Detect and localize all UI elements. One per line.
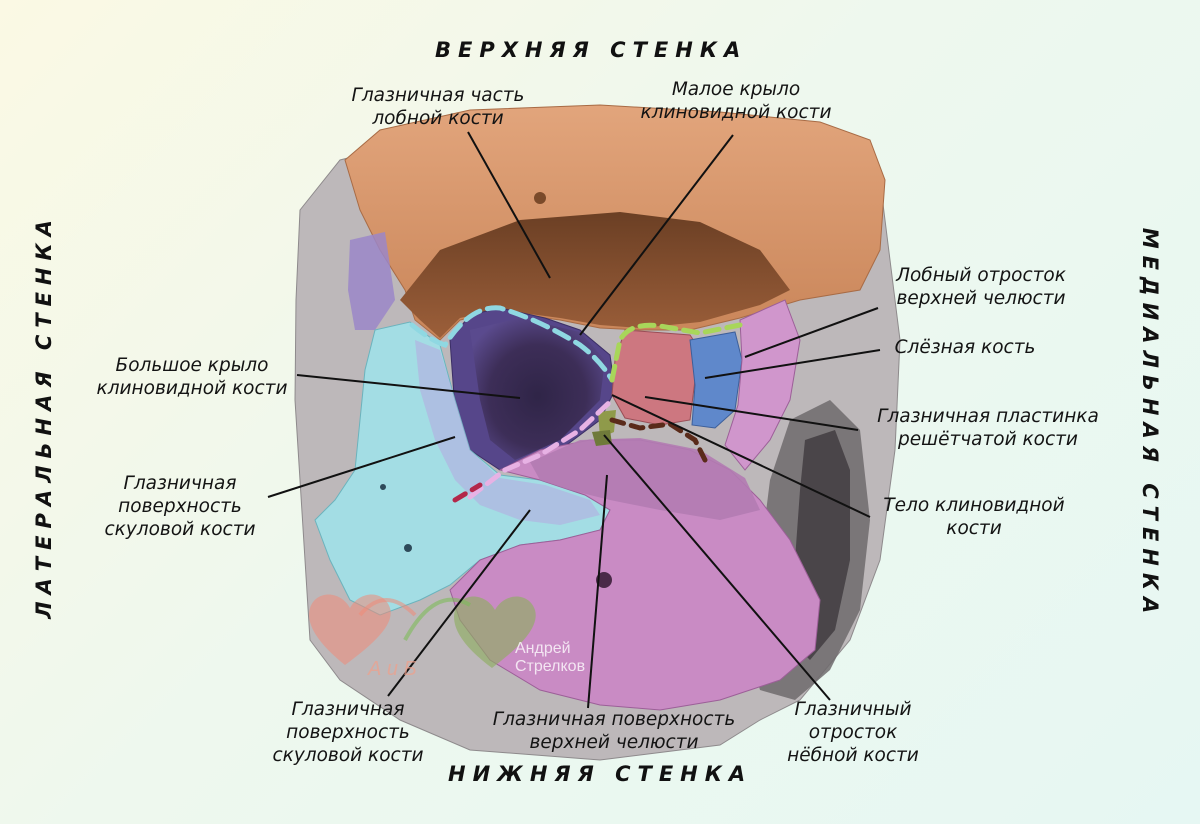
palatine-process [592, 430, 612, 446]
leader-greater-wing [296, 374, 521, 399]
label-line: Глазничная [123, 473, 237, 494]
label-line: верхней челюсти [529, 732, 699, 753]
label-zygomatic-lateral: Глазничная поверхность скуловой кости [88, 472, 272, 541]
label-maxilla-orbital: Глазничная поверхность верхней челюсти [478, 708, 750, 754]
lacrimal-bone [689, 331, 743, 429]
label-lesser-wing: Малое крыло клиновидной кости [628, 78, 844, 124]
leader-maxilla [587, 474, 608, 709]
leader-ethmoid [644, 396, 859, 431]
wall-title-left: ЛАТЕРАЛЬНАЯ СТЕНКА [32, 213, 56, 619]
leader-zygomatic-lateral [267, 436, 456, 498]
leader-frontal-process [744, 307, 879, 358]
watermark-name-line: Стрелков [515, 658, 586, 675]
lateral-sphenoid-sliver [348, 232, 395, 330]
orbital-fissure [470, 318, 605, 460]
watermark-arc-red [358, 598, 417, 617]
label-line: Тело клиновидной [883, 495, 1065, 516]
infraorbital-foramen [596, 572, 612, 588]
label-line: решётчатой кости [898, 429, 1078, 450]
wall-title-top: ВЕРХНЯЯ СТЕНКА [435, 38, 748, 62]
leader-palatine [603, 434, 831, 701]
watermark-name-line: Андрей [515, 640, 571, 657]
dash-cyan-border [409, 305, 615, 383]
label-ethmoid-plate: Глазничная пластинка решётчатой кости [862, 405, 1114, 451]
label-line: Лобный отросток [896, 265, 1066, 286]
watermark-name: Андрей Стрелков [515, 640, 585, 676]
leader-sphenoid-body [611, 394, 871, 518]
leader-frontal [467, 131, 551, 279]
label-line: нёбной кости [787, 745, 919, 766]
label-zygomatic-bottom: Глазничная поверхность скуловой кости [256, 698, 440, 767]
dash-green-border [609, 322, 743, 383]
label-line: поверхность [118, 496, 242, 517]
watermark-heart-left [309, 594, 391, 665]
zygomatic-foramen-2 [380, 484, 386, 490]
leader-lines [267, 131, 881, 709]
label-line: отросток [808, 722, 898, 743]
label-lacrimal: Слёзная кость [880, 336, 1050, 359]
label-sphenoid-body: Тело клиновидной кости [872, 494, 1076, 540]
label-line: поверхность [286, 722, 410, 743]
ethmoid-orbital-plate [611, 329, 701, 426]
leader-lacrimal [704, 349, 881, 379]
label-palatine-process: Глазничный отросток нёбной кости [770, 698, 936, 767]
watermark-letters: А и Б [368, 658, 417, 680]
dash-brown-border [609, 417, 708, 463]
label-line: кости [946, 518, 1002, 539]
label-line: Глазничная поверхность [492, 709, 736, 730]
label-line: верхней челюсти [896, 288, 1066, 309]
label-line: клиновидной кости [640, 102, 832, 123]
label-line: клиновидной кости [96, 378, 288, 399]
label-line: лобной кости [372, 108, 504, 129]
wall-title-right: МЕДИАЛЬНАЯ СТЕНКА [1138, 227, 1162, 621]
watermark-heart-right [454, 596, 536, 668]
dash-pink-border [467, 397, 615, 500]
label-line: скуловой кости [104, 519, 256, 540]
dash-darkred-border [452, 482, 483, 503]
frontal-process-maxilla [724, 299, 801, 471]
label-line: Глазничная часть [351, 85, 525, 106]
label-frontal-process-maxilla: Лобный отросток верхней челюсти [876, 264, 1086, 310]
zygomatic-orbital-surface [415, 340, 600, 525]
label-line: Малое крыло [671, 79, 801, 100]
zygomatic-foramen [404, 544, 412, 552]
label-frontal-orbital: Глазничная часть лобной кости [338, 84, 538, 130]
label-line: скуловой кости [272, 745, 424, 766]
leader-lesser-wing [579, 134, 734, 336]
label-line: Большое крыло [115, 355, 269, 376]
label-line: Глазничный [794, 699, 912, 720]
supraorbital-notch [534, 192, 546, 204]
label-line: Слёзная кость [894, 337, 1036, 358]
leader-zygomatic-bottom [387, 509, 531, 697]
label-line: Глазничная пластинка [877, 406, 1099, 427]
label-line: Глазничная [291, 699, 405, 720]
label-greater-wing: Большое крыло клиновидной кости [80, 354, 304, 400]
watermark-arc-green [403, 597, 471, 641]
wall-title-bottom: НИЖНЯЯ СТЕНКА [448, 762, 753, 786]
